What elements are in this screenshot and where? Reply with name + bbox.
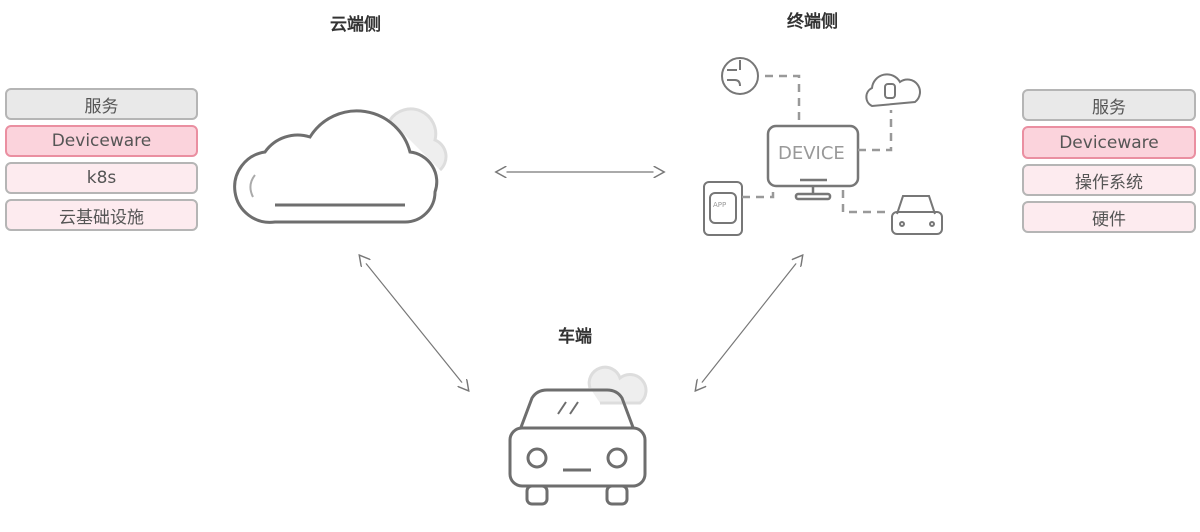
cloud-database-icon (865, 73, 921, 108)
cloud-side-title: 云端侧 (330, 15, 381, 35)
vehicle-car-icon (508, 365, 648, 506)
device-monitor-icon (766, 124, 860, 201)
cloud-layer-deviceware: Deviceware (5, 125, 198, 157)
terminal-layer-os: 操作系统 (1022, 164, 1196, 196)
cloud-layer-infra: 云基础设施 (5, 199, 198, 231)
cloud-layer-service: 服务 (5, 88, 198, 120)
arrow-cloud-vehicle (360, 256, 468, 390)
device-label: DEVICE (778, 143, 845, 164)
arrow-terminal-vehicle (696, 256, 802, 390)
cloud-stack: 服务 Deviceware k8s 云基础设施 (5, 88, 198, 231)
cloud-layer-k8s: k8s (5, 162, 198, 194)
vehicle-side-title: 车端 (558, 327, 592, 347)
terminal-cluster (703, 57, 943, 236)
small-car-icon (891, 195, 943, 235)
terminal-stack: 服务 Deviceware 操作系统 硬件 (1022, 89, 1196, 233)
ai-brain-gear-icon (721, 57, 759, 95)
terminal-layer-service: 服务 (1022, 89, 1196, 121)
app-label: APP (713, 201, 727, 209)
terminal-layer-deviceware: Deviceware (1022, 126, 1196, 159)
arrows (360, 172, 802, 390)
phone-app-icon (703, 181, 743, 236)
cloud-icon (233, 107, 448, 224)
dashed-connectors (742, 74, 893, 214)
terminal-side-title: 终端侧 (787, 12, 838, 32)
terminal-layer-hardware: 硬件 (1022, 201, 1196, 233)
